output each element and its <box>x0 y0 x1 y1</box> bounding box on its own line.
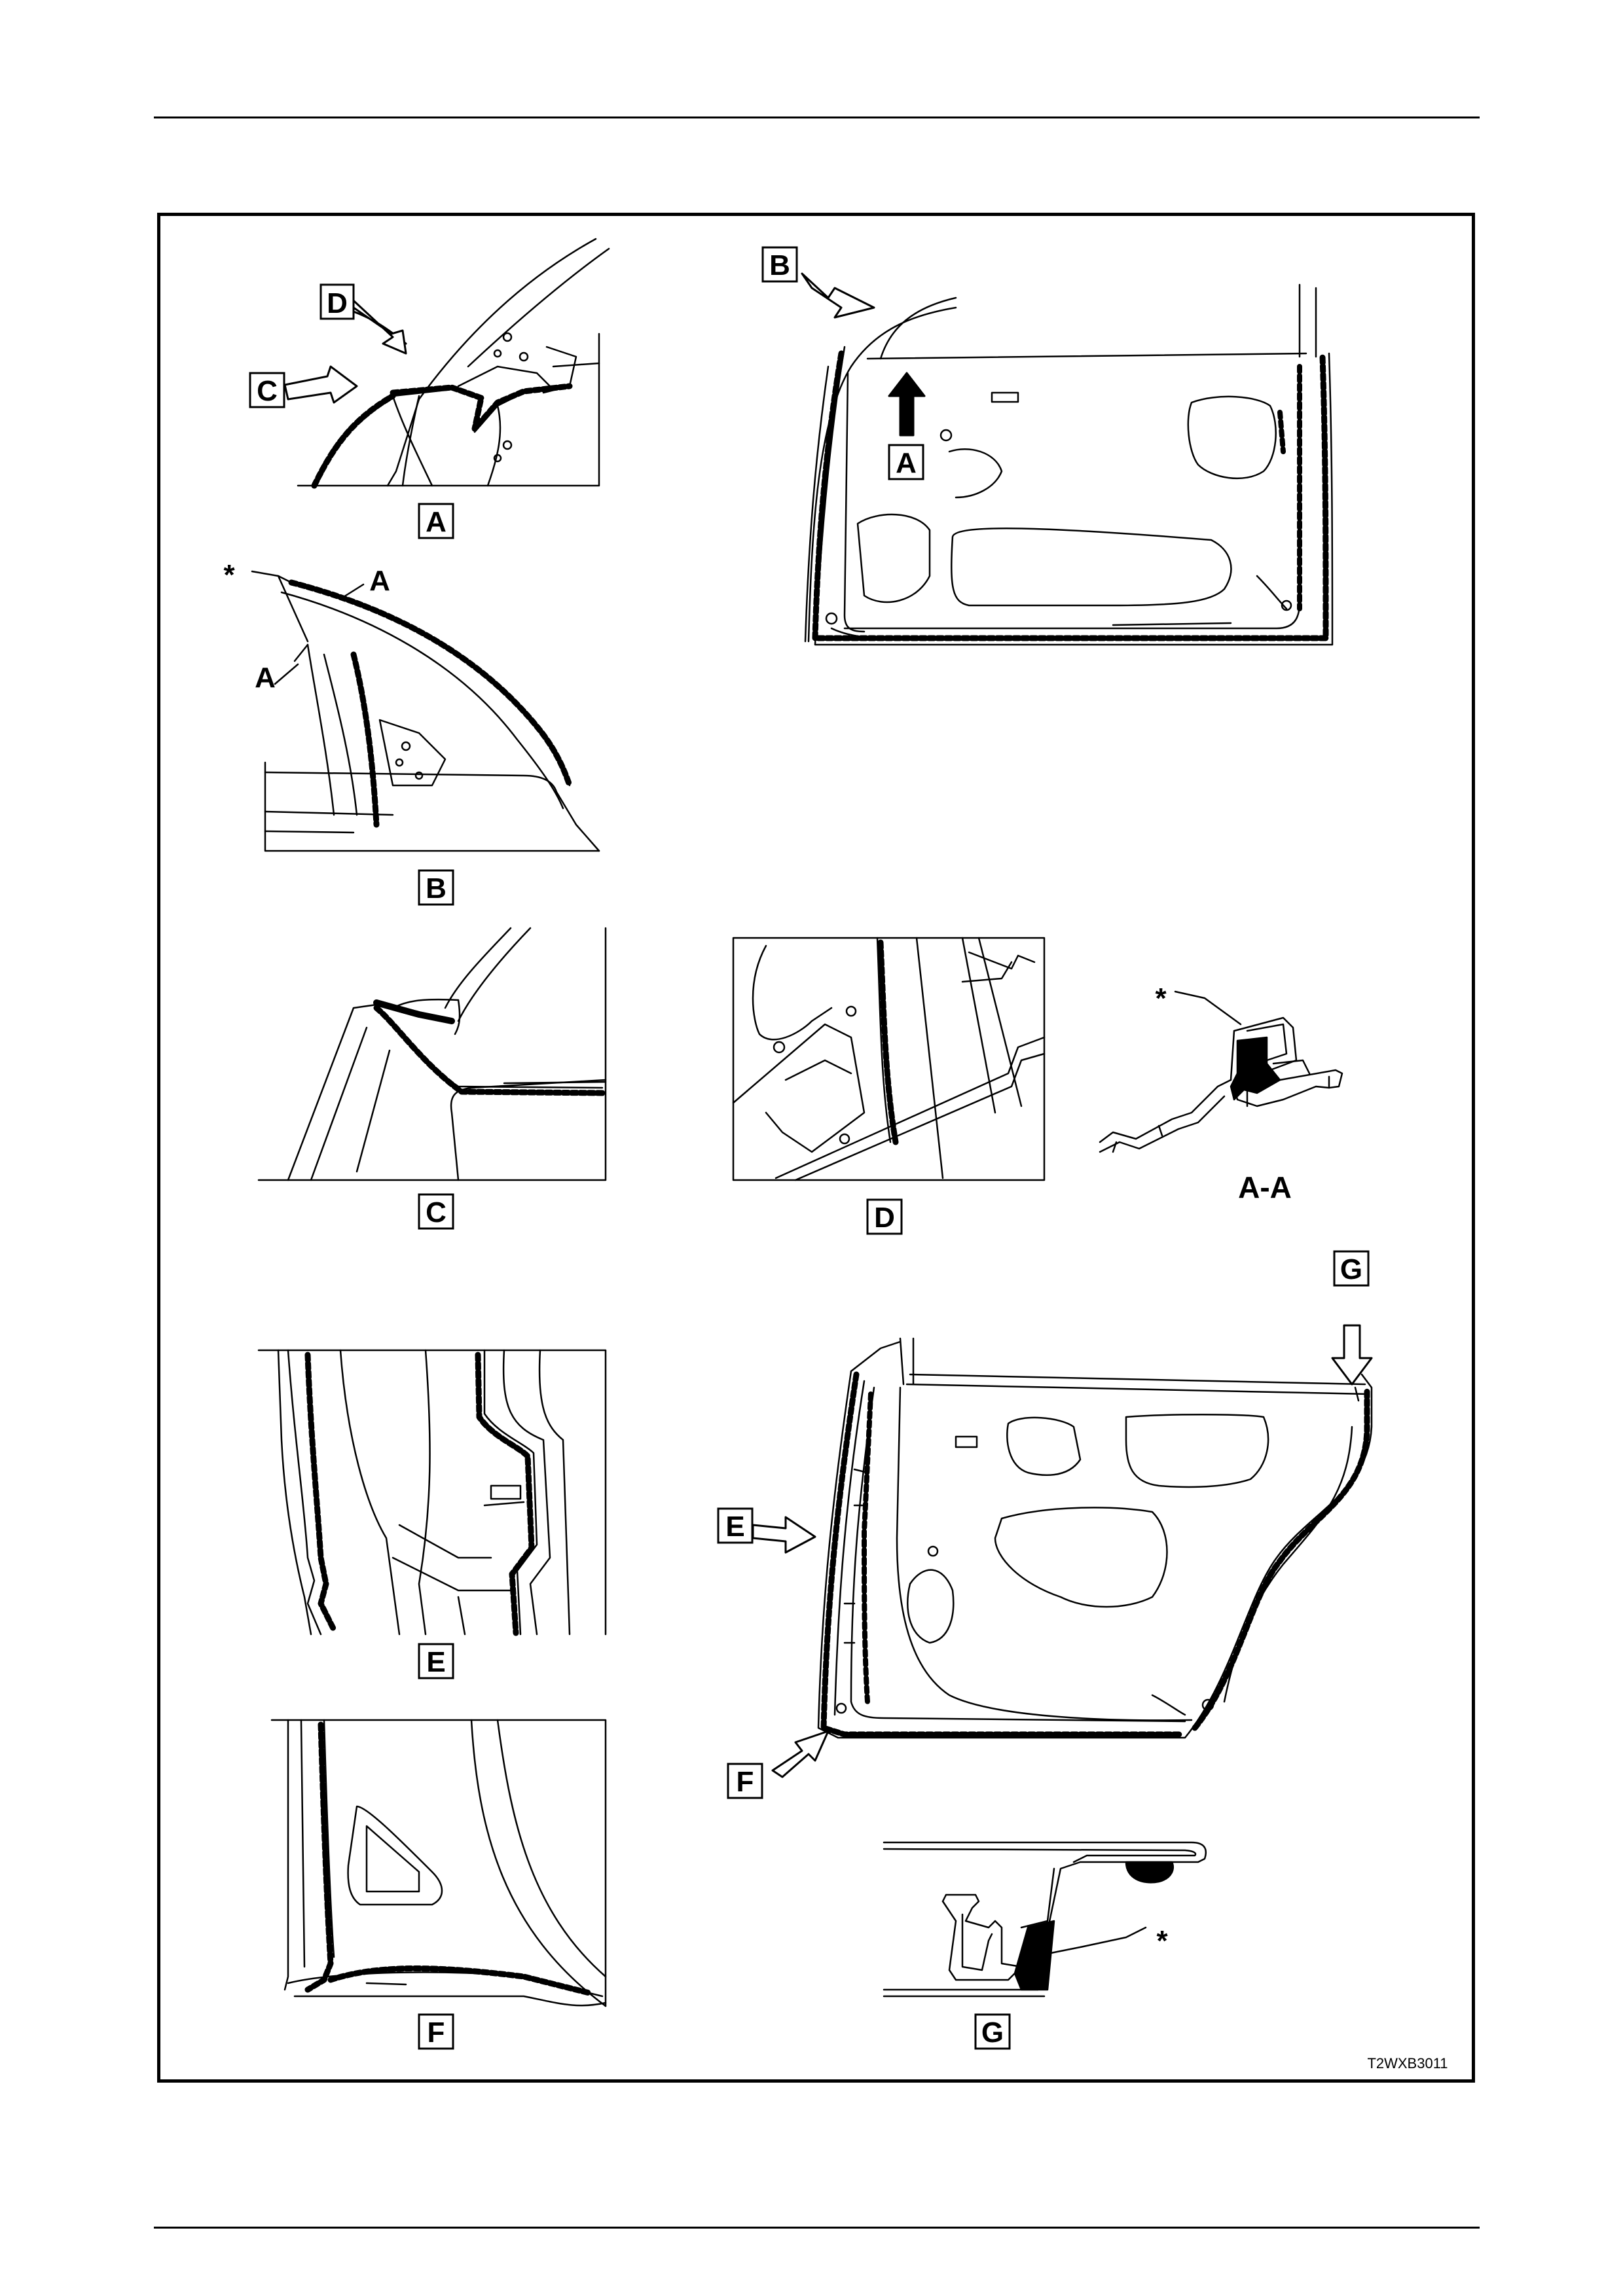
label-d-detail: D <box>874 1202 895 1234</box>
label-a: A <box>426 506 447 538</box>
section-a-a-drawing <box>1100 1018 1342 1152</box>
label-e-door: E <box>725 1511 744 1543</box>
star-label-section: * <box>1155 982 1167 1014</box>
detail-c-drawing <box>259 928 606 1180</box>
star-label-g: * <box>1156 1925 1168 1957</box>
label-f-door: F <box>737 1766 754 1798</box>
section-line-label-a-top: A <box>369 565 390 597</box>
front-door-drawing <box>805 285 1332 645</box>
section-line-label-a-left: A <box>255 662 276 694</box>
rear-door-drawing <box>818 1338 1372 1738</box>
detail-b-drawing <box>265 583 599 851</box>
label-g: G <box>981 2017 1004 2049</box>
label-g-top: G <box>1340 1253 1362 1285</box>
figure-code: T2WXB3011 <box>1367 2055 1448 2072</box>
label-c-detail: C <box>426 1196 447 1229</box>
label-c: C <box>257 375 278 407</box>
label-d: D <box>327 287 348 319</box>
star-label-b: * <box>223 559 235 591</box>
label-f: F <box>428 2017 445 2049</box>
label-b-top: B <box>769 249 790 281</box>
label-b: B <box>426 872 447 905</box>
section-label: A-A <box>1238 1170 1292 1204</box>
label-a-door: A <box>896 447 917 479</box>
label-e: E <box>426 1646 445 1678</box>
